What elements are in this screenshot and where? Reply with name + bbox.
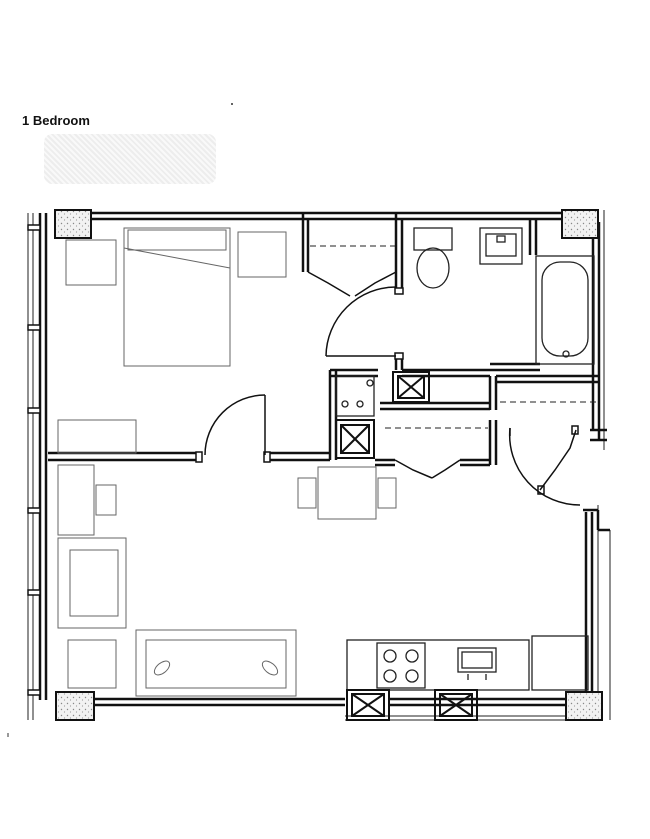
- window-mullions: [27, 224, 41, 696]
- structural-columns: [54, 209, 603, 721]
- bathroom-fixtures: [413, 227, 595, 365]
- wall-caps: [195, 287, 404, 463]
- exterior-walls: [38, 211, 601, 707]
- dresser: [57, 419, 137, 454]
- dining-table: [317, 466, 377, 520]
- bed: [123, 227, 231, 367]
- nightstand-left: [65, 239, 117, 286]
- dining-chair-right: [377, 477, 397, 509]
- stove: [376, 642, 426, 689]
- armchair: [57, 537, 127, 629]
- dining-chair-left: [297, 477, 317, 509]
- bathtub: [535, 255, 595, 365]
- closet-shelves: [310, 245, 596, 429]
- toilet-bowl: [416, 247, 450, 289]
- stray-dot: [231, 103, 233, 105]
- kitchen-sink: [457, 647, 497, 673]
- scribble-smudge: [44, 134, 216, 184]
- washer-dryer: [335, 375, 375, 417]
- desk: [57, 464, 95, 536]
- bedroom-furniture: [57, 227, 287, 454]
- nightstand-right: [237, 231, 287, 278]
- kitchen-counter: [346, 639, 530, 691]
- bath-sink: [479, 227, 523, 265]
- mechanical-shafts: [335, 371, 478, 721]
- sofa-cushion-right: [261, 660, 279, 676]
- side-table: [67, 639, 117, 689]
- interior-walls: [48, 213, 610, 532]
- sofa-cushion-left: [153, 660, 171, 676]
- floor-plan-title: 1 Bedroom: [22, 113, 90, 128]
- outer-frame-lines: [27, 210, 611, 721]
- bed-pillow: [127, 229, 227, 251]
- refrigerator: [531, 635, 589, 691]
- desk-chair: [95, 484, 117, 516]
- sofa: [135, 629, 297, 697]
- toilet-tank: [413, 227, 453, 251]
- living-furniture: [57, 464, 397, 697]
- doors: [204, 271, 581, 506]
